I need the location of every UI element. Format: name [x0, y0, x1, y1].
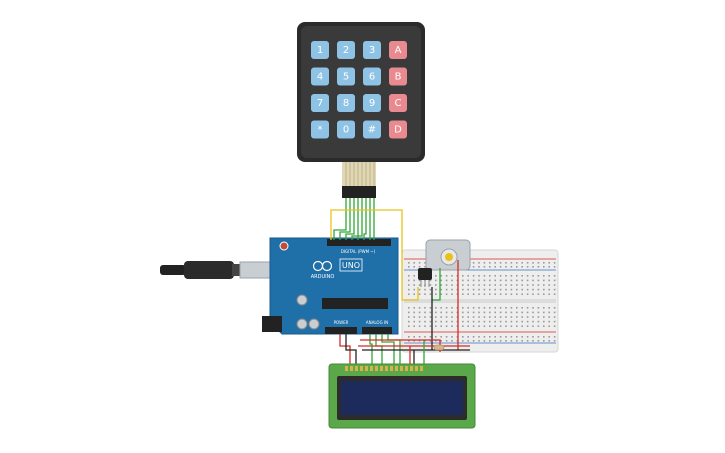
- atmega-chip: [322, 298, 388, 309]
- keypad-key-C[interactable]: C: [389, 94, 407, 112]
- transistor-body: [418, 268, 432, 280]
- svg-text:A: A: [395, 45, 402, 56]
- svg-text:6: 6: [369, 72, 375, 83]
- usb-cable: [160, 261, 277, 279]
- breadboard-center-channel: [404, 299, 556, 303]
- keypad-key-2[interactable]: 2: [337, 41, 355, 59]
- digital-header: [327, 239, 391, 246]
- usb-cable-end: [160, 265, 186, 275]
- keypad-key-9[interactable]: 9: [363, 94, 381, 112]
- keypad-key-4[interactable]: 4: [311, 67, 329, 86]
- svg-text:5: 5: [343, 72, 349, 83]
- keypad-key-star[interactable]: *: [311, 120, 329, 139]
- power-label: POWER: [334, 320, 349, 325]
- keypad: 1 2 3 A 4 5 6 B 7 8 9 C * 0 # D: [297, 22, 425, 162]
- keypad-key-3[interactable]: 3: [363, 41, 381, 59]
- keypad-ribbon-cable: [342, 162, 376, 186]
- svg-text:D: D: [394, 125, 402, 136]
- keypad-key-1[interactable]: 1: [311, 41, 329, 59]
- svg-text:3: 3: [369, 45, 375, 56]
- resistor: [433, 344, 445, 351]
- arduino-logo: ARDUINO: [311, 260, 335, 280]
- arduino-uno: DIGITAL (PWM ~) ARDUINO UNO POWER ANALOG…: [262, 237, 399, 335]
- digital-label: DIGITAL (PWM ~): [341, 249, 376, 254]
- analog-label: ANALOG IN: [366, 320, 388, 325]
- keypad-header: [342, 186, 376, 198]
- svg-text:1: 1: [317, 45, 323, 56]
- keypad-key-0[interactable]: 0: [337, 120, 355, 139]
- svg-text:2: 2: [343, 45, 349, 56]
- keypad-keys: 1 2 3 A 4 5 6 B 7 8 9 C * 0 # D: [311, 41, 407, 139]
- keypad-key-7[interactable]: 7: [311, 94, 329, 112]
- keypad-connector: [342, 162, 376, 198]
- breadboard-holes: [408, 262, 556, 342]
- uno-badge-text: UNO: [342, 261, 360, 270]
- keypad-key-8[interactable]: 8: [337, 94, 355, 112]
- motor-shaft: [445, 253, 453, 261]
- arduino-logo-text: ARDUINO: [311, 274, 335, 280]
- uno-badge: [339, 258, 363, 272]
- keypad-key-5[interactable]: 5: [337, 67, 355, 86]
- svg-text:C: C: [395, 98, 402, 109]
- svg-text:4: 4: [317, 72, 323, 83]
- keypad-key-A[interactable]: A: [389, 41, 407, 59]
- power-header: [325, 327, 357, 334]
- analog-header: [362, 327, 392, 334]
- svg-text:9: 9: [369, 98, 375, 109]
- dc-motor: [425, 239, 471, 271]
- svg-text:7: 7: [317, 98, 323, 109]
- transistor: [418, 268, 432, 287]
- lcd-pins: [345, 366, 423, 371]
- svg-text:8: 8: [343, 98, 349, 109]
- reset-button[interactable]: [279, 241, 289, 251]
- keypad-key-6[interactable]: 6: [363, 67, 381, 86]
- keypad-key-B[interactable]: B: [389, 67, 407, 86]
- svg-text:0: 0: [343, 125, 349, 136]
- lcd-display: [328, 363, 476, 429]
- wires: [330, 198, 470, 366]
- breadboard: [401, 249, 559, 353]
- keypad-key-hash[interactable]: #: [363, 120, 381, 139]
- lcd-screen: [341, 381, 463, 415]
- svg-text:#: #: [368, 125, 376, 136]
- svg-text:B: B: [395, 72, 402, 83]
- usb-plug: [184, 261, 234, 279]
- keypad-key-D[interactable]: D: [389, 120, 407, 139]
- svg-text:*: *: [318, 125, 323, 136]
- power-jack: [262, 316, 282, 332]
